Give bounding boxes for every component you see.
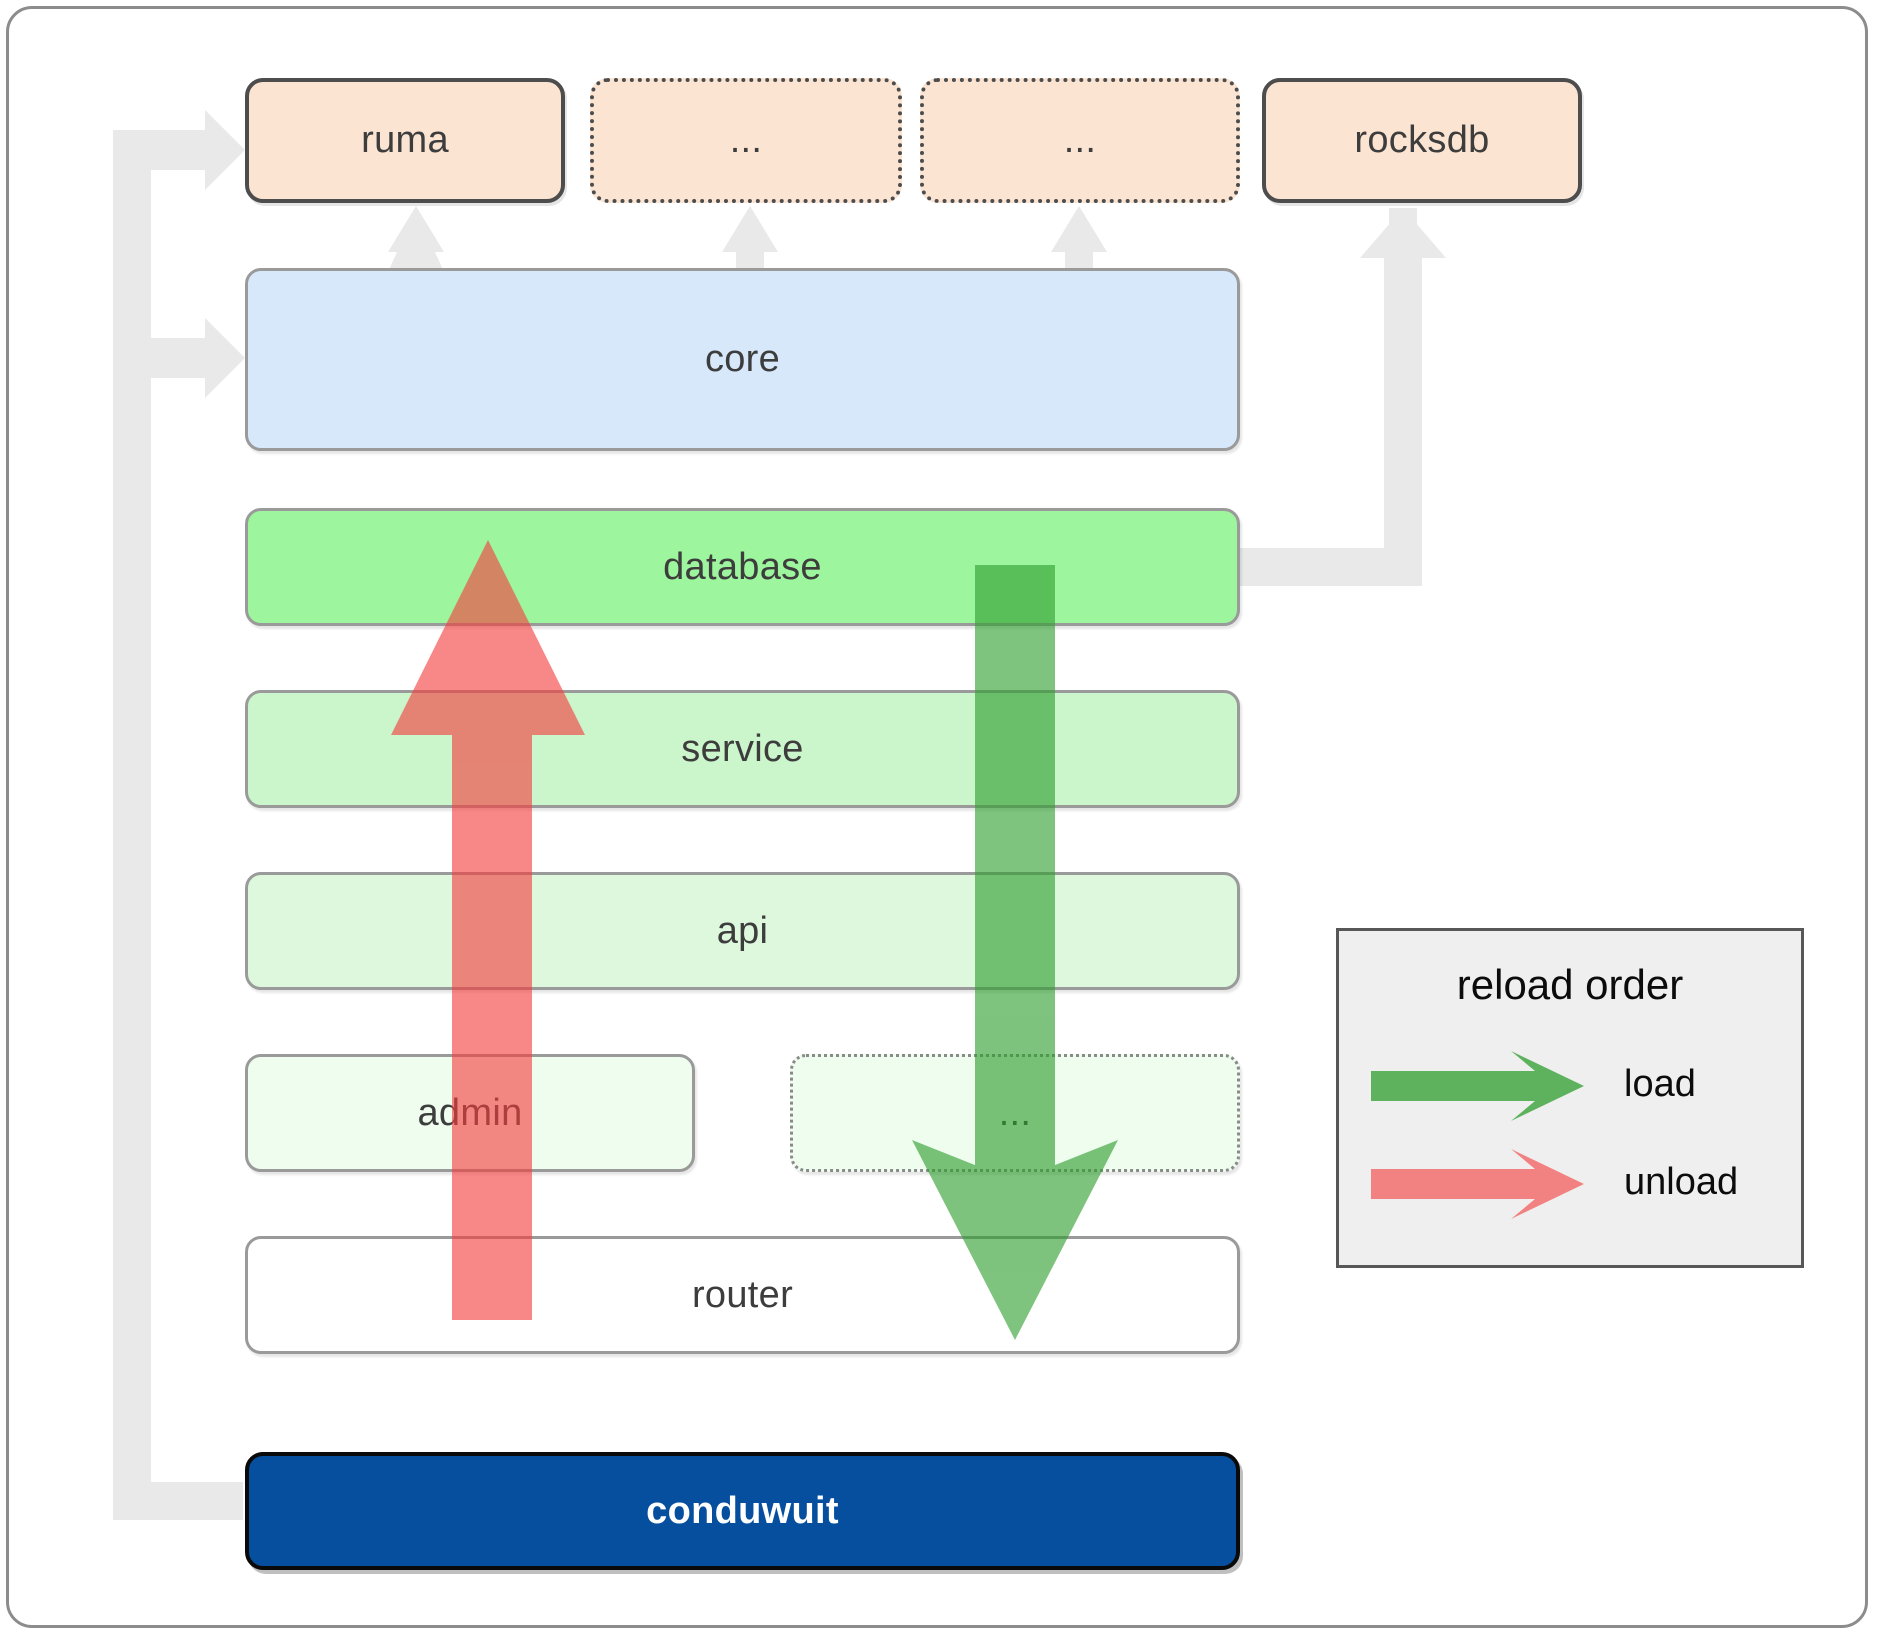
legend-panel: reload order load unload bbox=[1336, 928, 1804, 1268]
crate-rocksdb-label: rocksdb bbox=[1354, 119, 1490, 161]
crate-rocksdb[interactable]: rocksdb bbox=[1262, 78, 1582, 203]
crate-ellipsis-2[interactable]: ... bbox=[920, 78, 1240, 203]
root-conduwuit[interactable]: conduwuit bbox=[245, 1452, 1240, 1570]
crate-ellipsis-2-label: ... bbox=[1063, 119, 1097, 161]
layer-router-label: router bbox=[691, 1273, 794, 1316]
layer-ellipsis[interactable]: ... bbox=[790, 1054, 1240, 1172]
layer-database-label: database bbox=[663, 545, 822, 588]
layer-admin[interactable]: admin bbox=[245, 1054, 695, 1172]
layer-admin-label: admin bbox=[417, 1091, 523, 1134]
crate-ruma-label: ruma bbox=[361, 119, 449, 161]
legend-unload-label: unload bbox=[1624, 1161, 1739, 1203]
crate-ellipsis-1-label: ... bbox=[729, 119, 763, 161]
layer-ellipsis-label: ... bbox=[998, 1091, 1032, 1134]
legend-load-arrow bbox=[1371, 1051, 1584, 1121]
legend-title: reload order bbox=[1456, 961, 1684, 1008]
layer-service[interactable]: service bbox=[245, 690, 1240, 808]
crate-ellipsis-1[interactable]: ... bbox=[590, 78, 902, 203]
core-label: core bbox=[704, 338, 781, 380]
legend-load-label: load bbox=[1624, 1063, 1696, 1105]
layer-database[interactable]: database bbox=[245, 508, 1240, 626]
layer-api-label: api bbox=[716, 909, 769, 952]
diagram-outer-frame bbox=[6, 6, 1868, 1628]
layer-router[interactable]: router bbox=[245, 1236, 1240, 1354]
root-conduwuit-label: conduwuit bbox=[646, 1489, 839, 1532]
layer-api[interactable]: api bbox=[245, 872, 1240, 990]
core-box[interactable]: core bbox=[245, 268, 1240, 451]
legend-unload-arrow bbox=[1371, 1149, 1584, 1219]
crate-ruma[interactable]: ruma bbox=[245, 78, 565, 203]
layer-service-label: service bbox=[681, 727, 804, 770]
